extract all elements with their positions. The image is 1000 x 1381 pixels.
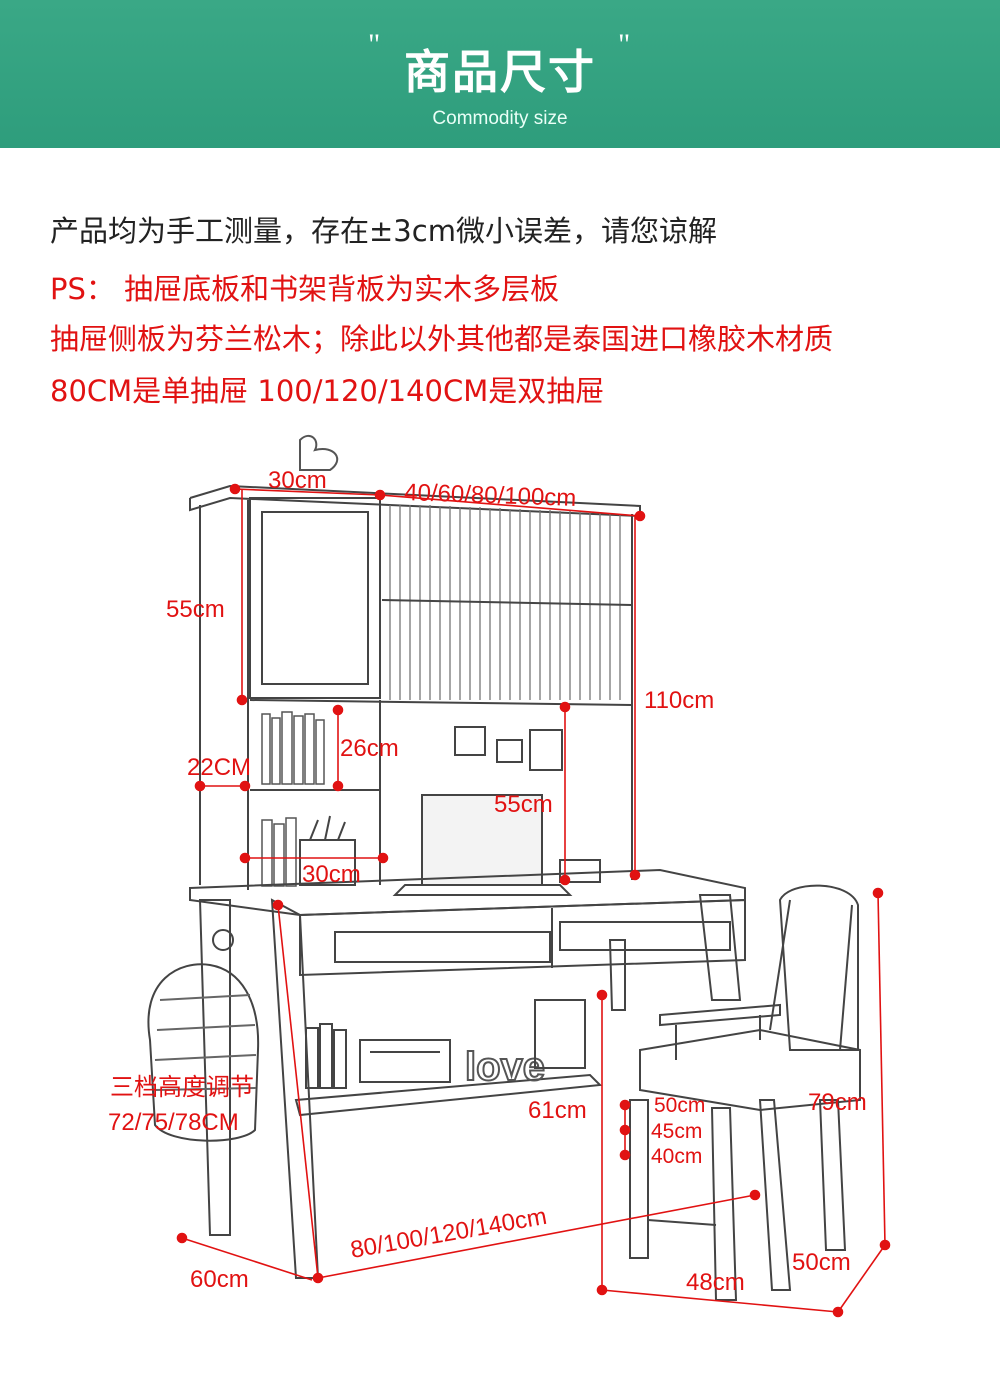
label-lower-shelf-width: 30cm [302,861,361,888]
label-height-adjust-values: 72/75/78CM [108,1109,239,1136]
chair-illustration [629,884,861,1301]
label-shelf-depth: 22CM [187,754,251,781]
material-note-1: PS： 抽屉底板和书架背板为实木多层板 [50,272,560,306]
open-quote-mark: " [368,28,381,61]
label-desk-height: 61cm [528,1097,587,1124]
desk-hutch-illustration: love [147,434,746,1279]
label-shelf-width: 40/60/80/100cm [404,479,577,512]
label-cabinet-depth: 30cm [268,467,327,494]
page-title: 商品尺寸 [404,45,596,99]
label-desk-depth: 60cm [190,1266,249,1293]
label-cabinet-height: 55cm [166,596,225,623]
label-seat-height-1: 50cm [654,1094,705,1117]
page-subtitle: Commodity size [432,108,568,129]
measurement-note: 产品均为手工测量，存在±3cm微小误差，请您谅解 [50,214,717,248]
label-back-panel: 55cm [494,791,553,818]
furniture-diagram: love [108,434,891,1318]
label-seat-height-3: 40cm [651,1145,702,1168]
dimension-lines [176,483,891,1318]
material-note-2: 抽屉侧板为芬兰松木；除此以外其他都是泰国进口橡胶木材质 [50,322,834,356]
label-height-adjust: 三档高度调节 [110,1074,254,1101]
drawer-note: 80CM是单抽屉 100/120/140CM是双抽屉 [50,374,605,408]
close-quote-mark: " [618,28,631,61]
label-seat-height-2: 45cm [651,1120,702,1143]
label-desk-width: 80/100/120/140cm [348,1203,548,1264]
header-banner: " 商品尺寸 " Commodity size [0,0,1000,148]
label-chair-width: 48cm [686,1269,745,1296]
label-chair-depth: 50cm [792,1249,851,1276]
label-total-height: 110cm [644,687,714,714]
label-shelf-gap: 26cm [340,735,399,762]
label-chair-height: 79cm [808,1089,867,1116]
svg-text:love: love [465,1045,545,1089]
